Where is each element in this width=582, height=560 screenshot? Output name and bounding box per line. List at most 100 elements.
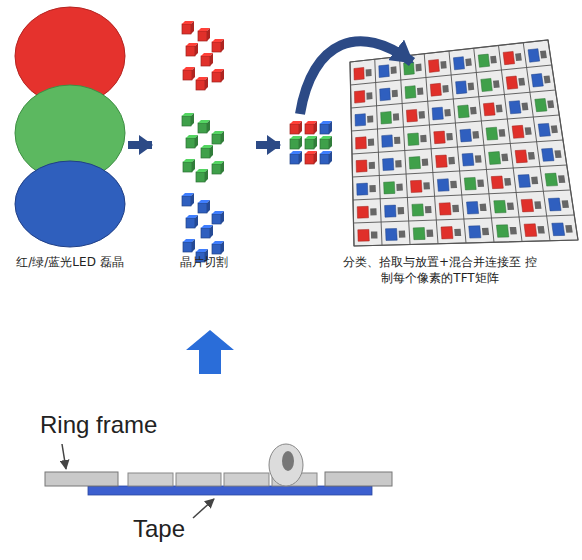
pixel-chip [380,88,391,101]
tft-switch [490,56,497,64]
tft-switch [496,105,503,113]
tft-switch [395,160,402,167]
chip-side [314,136,317,149]
tft-switch [368,139,374,146]
tft-switch [558,175,565,183]
tft-switch [450,181,457,189]
die [176,473,221,486]
chip-side [314,121,317,134]
chip [305,139,314,149]
chip [186,138,195,148]
chip-side [195,215,198,228]
pixel-chip [460,129,472,142]
pixel-chip [552,223,565,236]
die [224,473,269,486]
pixel-chip [535,99,547,112]
chip-side [329,151,332,164]
grid-line [354,240,578,246]
chip [305,124,314,134]
pixel-chip [531,74,543,87]
tft-switch [525,127,532,135]
tft-switch [416,64,422,72]
chip-side [221,39,224,52]
grid-line [523,43,550,241]
grid-line [353,190,571,200]
chip-side [329,136,332,149]
chip [201,148,210,158]
chip-side [192,67,195,80]
mixed-chips [290,121,332,164]
chip-side [191,21,194,34]
pixel-chip [512,125,524,138]
grid-line [474,48,494,242]
pixel-chip [456,81,467,94]
flow-arrow [128,141,152,149]
pixel-chip [494,200,506,213]
tft-switch [501,154,508,162]
pixel-chip [356,160,367,172]
chip-side [221,161,224,174]
tft-switch [472,131,479,139]
chip [196,172,205,182]
chip [182,196,191,206]
tft-switch [510,227,517,235]
chip [212,244,221,254]
chip [198,31,207,41]
tft-switch [442,85,448,93]
chip [182,24,191,34]
chip-side [221,69,224,82]
chip [320,154,329,164]
grid-line [354,215,575,223]
leader-arrow [62,444,66,469]
pixel-chip [382,135,393,147]
pixel-chip [413,228,425,240]
tft-switch [544,75,551,83]
tft-switch [452,205,459,212]
pixel-chip [489,152,501,165]
chip-side [329,121,332,134]
pixel-chip [528,49,540,63]
pixel-chip [385,205,396,217]
pixel-chip [358,229,370,241]
grid-line [548,40,578,240]
tft-switch [468,83,475,91]
tft-switch [423,182,430,189]
pixel-chip [384,182,395,194]
pixel-chip [464,177,476,190]
pixel-chip [408,133,419,146]
pixel-chip [357,183,368,195]
chip-side [192,159,195,172]
tft-switch [454,229,461,236]
chip [320,139,329,149]
tft-switch [470,107,477,115]
part-label: Ring frame [40,412,157,438]
pixel-chip [467,202,479,214]
chip [183,162,192,172]
chip [290,124,299,134]
grid-line [353,165,567,177]
tft-switch [440,61,446,69]
tft-switch [528,152,535,160]
pixel-chip [542,148,554,161]
chip-side [210,145,213,158]
tft-switch [398,207,405,214]
pixel-chip [429,59,440,72]
tft-switch [547,100,554,108]
pixel-chip [411,180,423,192]
tft-switch [477,179,484,187]
pixel-chip [381,112,392,125]
tft-switch [475,155,482,163]
tft-switch [465,58,472,66]
tft-switch [551,125,558,133]
pixel-chip [386,229,398,241]
grid-line [352,140,563,154]
chip-side [192,239,195,252]
chip-side [191,193,194,206]
tft-switch [396,184,403,191]
tft-switch [426,230,433,237]
tft-switch [531,177,538,185]
chip-side [210,225,213,238]
chip [305,154,314,164]
tft-switch [446,133,453,141]
tft-switch [534,201,541,209]
